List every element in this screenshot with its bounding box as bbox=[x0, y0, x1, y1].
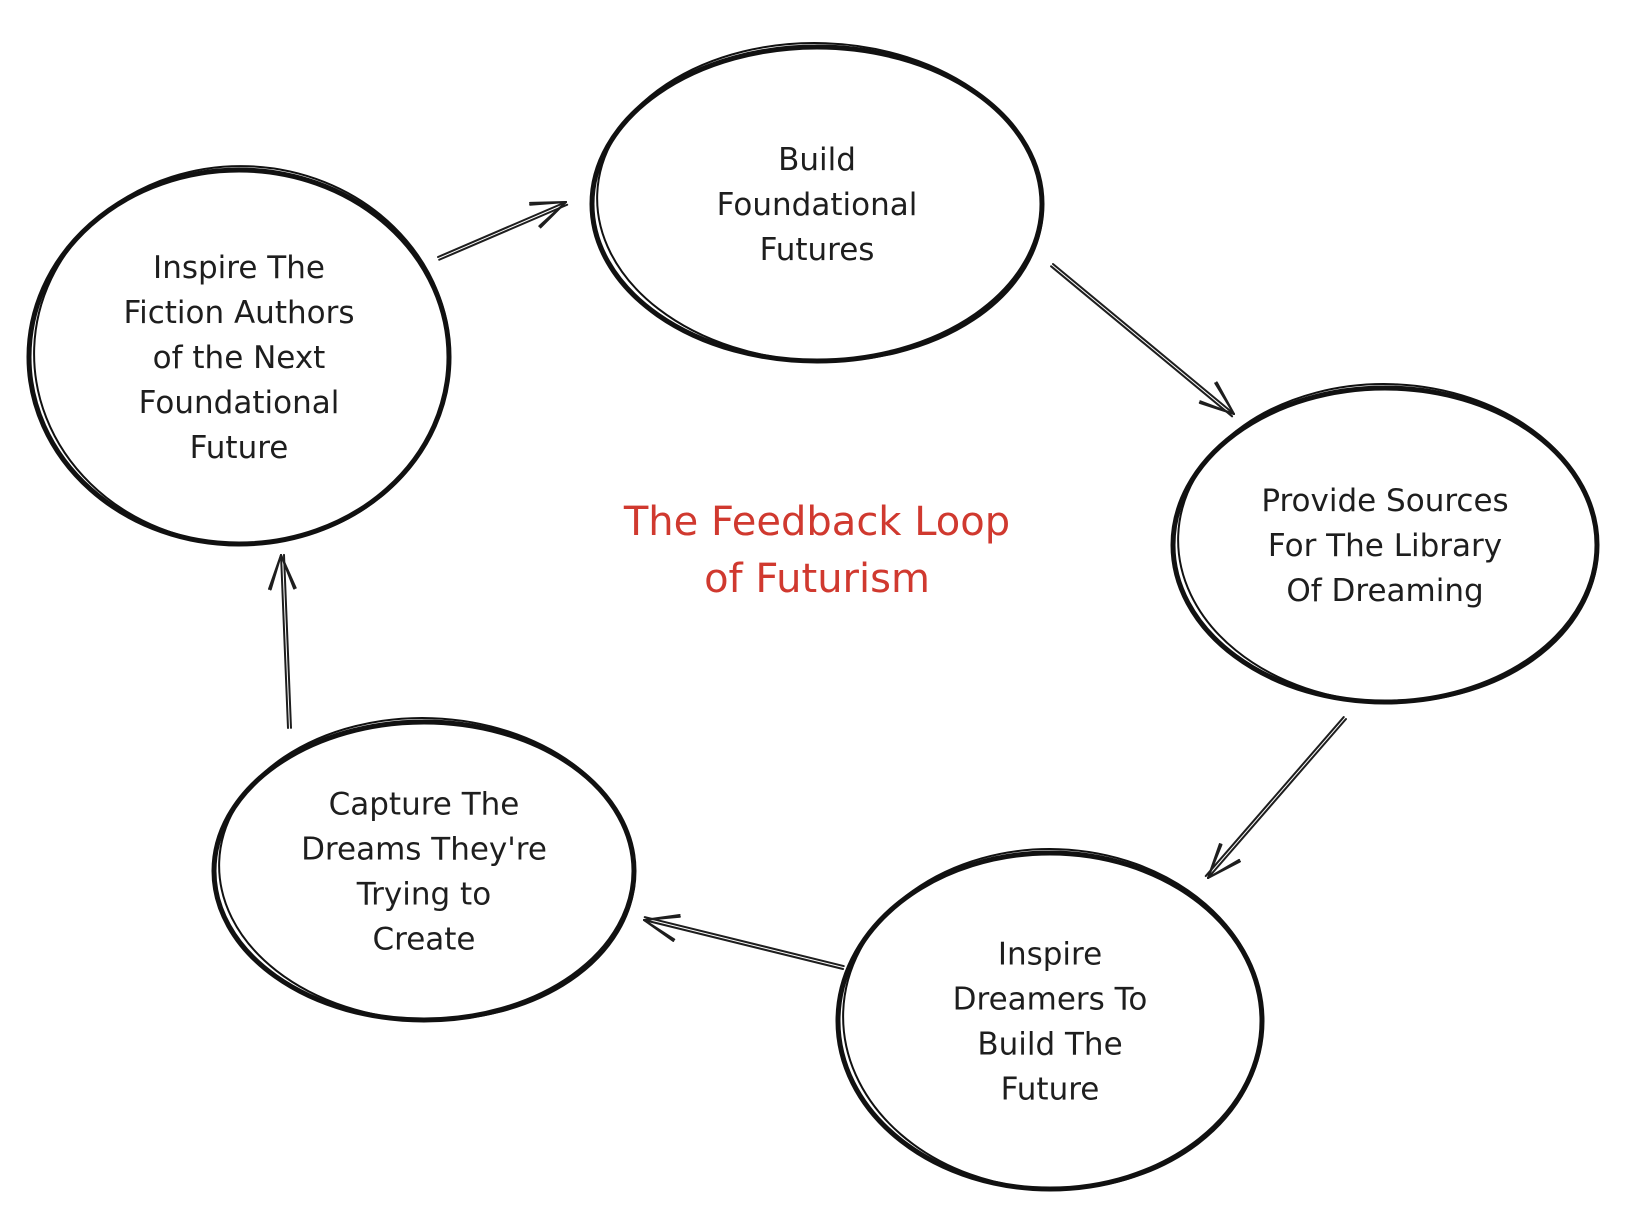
arrowhead-icon bbox=[1207, 843, 1223, 879]
arrow-shaft bbox=[1207, 718, 1347, 879]
arrow-shaft bbox=[1052, 263, 1235, 415]
diagram-title: The Feedback Loop of Futurism bbox=[623, 499, 1010, 602]
arrowhead-icon bbox=[538, 201, 567, 228]
node-label-line: Provide Sources bbox=[1261, 483, 1508, 519]
arrow-shaft bbox=[280, 554, 289, 729]
arrow-inspire-dreamers-to-capture-dreams bbox=[643, 914, 845, 970]
arrow-shaft bbox=[437, 201, 567, 258]
title-line-1: The Feedback Loop bbox=[623, 499, 1010, 545]
node-ellipse-sketch bbox=[33, 165, 452, 546]
node-label-line: Futures bbox=[760, 232, 875, 268]
arrow-shaft bbox=[1050, 265, 1234, 418]
arrow-shaft bbox=[438, 203, 569, 261]
arrow-shaft bbox=[643, 919, 844, 970]
node-label-line: Foundational bbox=[717, 187, 918, 223]
arrowhead-icon bbox=[643, 919, 676, 941]
node-label-line: Future bbox=[1001, 1072, 1100, 1108]
arrow-capture-dreams-to-inspire-authors bbox=[268, 553, 297, 729]
node-ellipse-sketch bbox=[218, 717, 637, 1022]
arrowhead-icon bbox=[1199, 400, 1235, 415]
arrow-shaft bbox=[282, 553, 292, 729]
node-ellipse-sketch bbox=[596, 42, 1045, 363]
arrowhead-icon bbox=[643, 915, 681, 921]
arrowhead-icon bbox=[1207, 858, 1241, 879]
node-label-line: Foundational bbox=[139, 385, 340, 421]
arrow-inspire-authors-to-build-futures bbox=[437, 201, 569, 261]
arrowhead-icon bbox=[1214, 382, 1235, 415]
node-label-line: Trying to bbox=[356, 877, 491, 913]
node-label-line: Dreams They're bbox=[301, 832, 547, 868]
node-label-line: Of Dreaming bbox=[1286, 573, 1483, 609]
arrow-shaft bbox=[1204, 716, 1345, 878]
node-label-line: Build bbox=[778, 142, 856, 178]
node-label-line: Dreamers To bbox=[953, 982, 1148, 1018]
node-label-line: Build The bbox=[977, 1027, 1122, 1063]
node-ellipse bbox=[835, 850, 1265, 1192]
node-label-line: Future bbox=[190, 430, 289, 466]
node-ellipse-sketch bbox=[1177, 383, 1600, 704]
node-ellipse-sketch bbox=[842, 848, 1265, 1191]
arrowhead-icon bbox=[269, 554, 282, 591]
arrowhead-icon bbox=[280, 554, 296, 590]
node-label-line: Capture The bbox=[329, 787, 520, 823]
node-label-line: For The Library bbox=[1268, 528, 1502, 564]
arrow-build-futures-to-provide-sources bbox=[1050, 263, 1235, 418]
node-label-line: Create bbox=[372, 922, 475, 958]
node-label-line: Fiction Authors bbox=[124, 295, 355, 331]
node-label-line: of the Next bbox=[153, 340, 326, 376]
title-line-2: of Futurism bbox=[704, 556, 930, 602]
node-label-line: Inspire The bbox=[153, 250, 325, 286]
arrow-shaft bbox=[643, 916, 845, 968]
arrow-provide-sources-to-inspire-dreamers bbox=[1204, 716, 1347, 879]
arrowhead-icon bbox=[529, 201, 567, 206]
node-ellipse bbox=[211, 719, 637, 1023]
node-label-line: Inspire bbox=[998, 937, 1102, 973]
